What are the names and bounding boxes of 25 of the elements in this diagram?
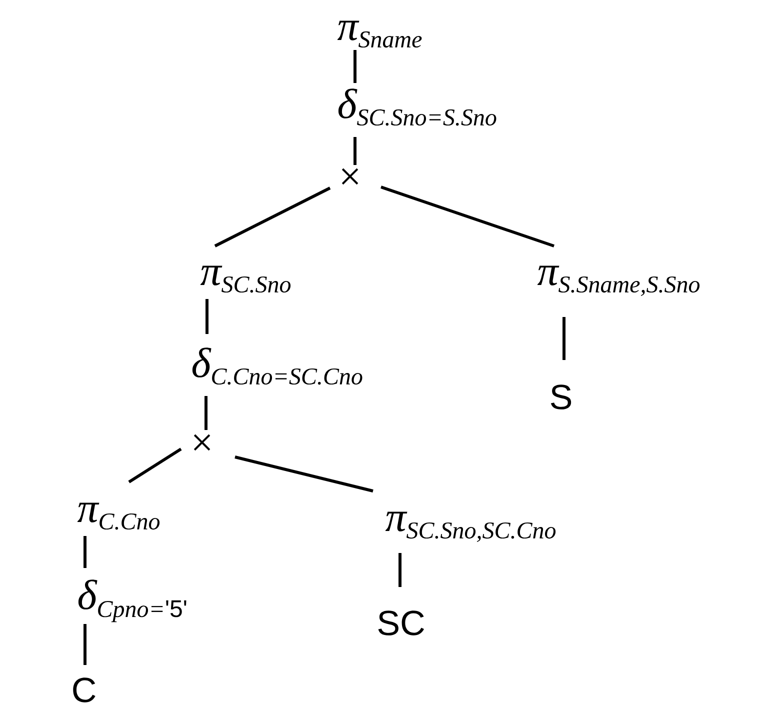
selection-label: $δ_{\textit{SC.Sno=S.Sno}}$: [338, 88, 496, 126]
tree-edge: [398, 553, 402, 587]
tree-edge: [562, 317, 566, 360]
tree-edge: [380, 186, 554, 248]
projection-label: $π_{\textit{SC.Sno,SC.Cno}}$: [385, 512, 556, 542]
projection-label: $π_{\textit{Sname}}$: [337, 20, 422, 48]
tree-edge: [354, 50, 356, 83]
projection-label: $π_{\textit{S.Sname,S.Sno}}$: [537, 266, 700, 296]
tree-edge: [128, 448, 182, 484]
tree-edge: [84, 624, 86, 665]
relation-name: S: [550, 384, 572, 410]
relation-name: SC: [378, 610, 424, 636]
cross-product-sign: ×: [342, 168, 358, 185]
selection-label: $δ_{\textit{C.Cno=SC.Cno}}$: [192, 348, 362, 385]
projection-label: $π_{\textit{C.Cno}}$: [77, 502, 160, 530]
tree-edge: [206, 299, 208, 334]
tree-edge: [234, 456, 374, 492]
selection-label: $δ_{\textit{Cpno=}\textsf{'5'}}$: [78, 580, 186, 622]
tree-edge: [354, 137, 356, 165]
tree-edge: [204, 396, 208, 430]
tree-edge: [214, 186, 331, 248]
relation-name: C: [73, 678, 96, 702]
cross-product-sign: ×: [194, 434, 210, 451]
tree-edge: [84, 536, 86, 568]
projection-label: $π_{\textit{SC.Sno}}$: [200, 266, 291, 293]
